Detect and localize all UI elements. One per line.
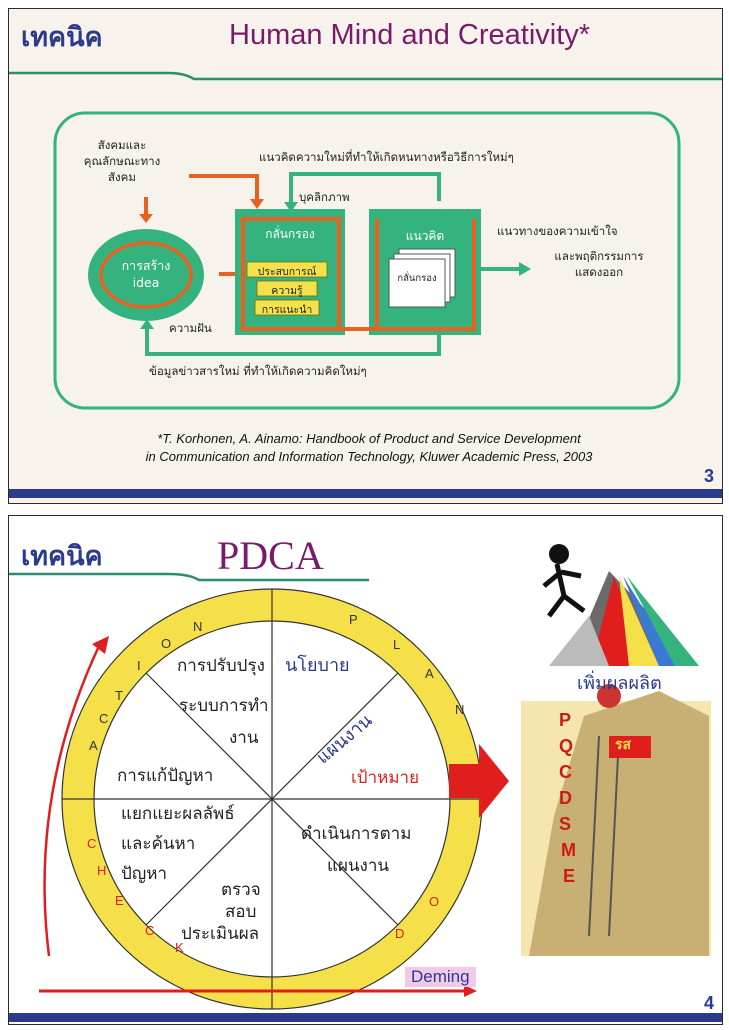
slide-title: Human Mind and Creativity* (229, 19, 591, 51)
poster-text: รส (615, 737, 632, 753)
ring-action-c: C (99, 711, 109, 726)
wheel-separate-3: ปัญหา (121, 864, 168, 884)
ring-check-c1: C (87, 836, 97, 851)
wheel-execute-2: แผนงาน (327, 856, 390, 876)
wheel-fix: การแก้ปัญหา (117, 766, 214, 786)
ring-plan-n: N (455, 702, 465, 717)
slide-pdca: เทคนิค PDCA P (8, 515, 723, 1025)
wheel-separate-1: แยกแยะผลลัพธ์ (121, 804, 235, 824)
ring-action-a: A (89, 738, 98, 753)
filter-item-advice: การแนะนำ (261, 304, 313, 316)
wheel-improve-1: การปรับปรุง (177, 656, 265, 676)
feedback-label: ข้อมูลข่าวสารใหม่ ที่ทำให้เกิดความคิดใหม… (149, 364, 367, 378)
wheel-check-1: ตรวจ (221, 880, 261, 900)
filter-title: กลั่นกรอง (265, 227, 315, 241)
title-underline (9, 572, 369, 582)
pqcdsme-c: C (559, 762, 572, 782)
ring-action-o: O (161, 636, 172, 651)
create-idea-label: การสร้าง idea (121, 258, 171, 290)
deming-label: Deming (405, 967, 476, 987)
concept-title: แนวคิด (405, 229, 445, 243)
pqcdsme-e: E (563, 866, 576, 886)
pqcdsme-s: S (559, 814, 572, 834)
reference-line-2: in Communication and Information Technol… (145, 449, 593, 464)
pqcdsme-p: P (559, 710, 572, 730)
wheel-policy: นโยบาย (285, 655, 350, 676)
reference-line-1: *T. Korhonen, A. Ainamo: Handbook of Pro… (157, 431, 581, 446)
pqcdsme-m: M (561, 840, 576, 860)
ring-do-o: O (429, 894, 440, 909)
ring-check-k: K (175, 940, 184, 955)
ring-check-e: E (115, 893, 124, 908)
wheel-target: เป้าหมาย (351, 768, 420, 788)
ring-check-h: H (97, 863, 107, 878)
output-label-2: และพฤติกรรมการ แสดงออก (554, 249, 644, 279)
wheel-check-2: สอบ (225, 902, 257, 922)
pdca-wheel (39, 544, 711, 1010)
slide-tag: เทคนิค (21, 541, 103, 572)
page-number: 4 (703, 993, 714, 1013)
ring-do-d: D (395, 926, 405, 941)
increase-productivity-label: เพิ่มผลผลิต (577, 673, 662, 694)
mind-diagram (53, 111, 681, 410)
filter-item-experience: ประสบการณ์ (257, 266, 317, 278)
page-number: 3 (703, 466, 714, 486)
pqcdsme-q: Q (559, 736, 574, 756)
personality-label: บุคลิกภาพ (299, 190, 350, 204)
ring-action-n: N (193, 619, 203, 634)
wheel-execute-1: ดำเนินการตาม (301, 824, 412, 844)
output-label-1: แนวทางของความเข้าใจ (497, 224, 618, 238)
bottom-bar (9, 489, 722, 498)
new-ideas-label: แนวคิดความใหม่ที่ทำให้เกิดหนทางหรือวิธีก… (259, 150, 514, 164)
ring-plan-p: P (349, 612, 358, 627)
wheel-evaluate: ประเมินผล (181, 924, 260, 944)
title-underline (9, 71, 722, 81)
concept-doc-label: กลั่นกรอง (397, 273, 437, 284)
slide-tag: เทคนิค (21, 22, 103, 53)
ring-check-c2: C (145, 923, 155, 938)
ring-action-i: I (137, 658, 141, 673)
pqcdsme-d: D (559, 788, 572, 808)
slide-title: PDCA (217, 533, 324, 578)
wheel-improve-2: ระบบการทำ (179, 696, 269, 716)
dream-label: ความฝัน (169, 321, 212, 335)
filter-item-knowledge: ความรู้ (271, 285, 303, 297)
ring-plan-l: L (393, 637, 401, 652)
bottom-bar (9, 1013, 722, 1022)
ring-plan-a: A (425, 666, 434, 681)
slide-human-mind: เทคนิค Human Mind and Creativity* (8, 8, 723, 504)
ring-action-t: T (115, 688, 123, 703)
wheel-separate-2: และค้นหา (121, 834, 196, 854)
society-label: สังคมและ คุณลักษณะทาง สังคม (83, 138, 161, 184)
wheel-improve-3: งาน (229, 728, 259, 748)
